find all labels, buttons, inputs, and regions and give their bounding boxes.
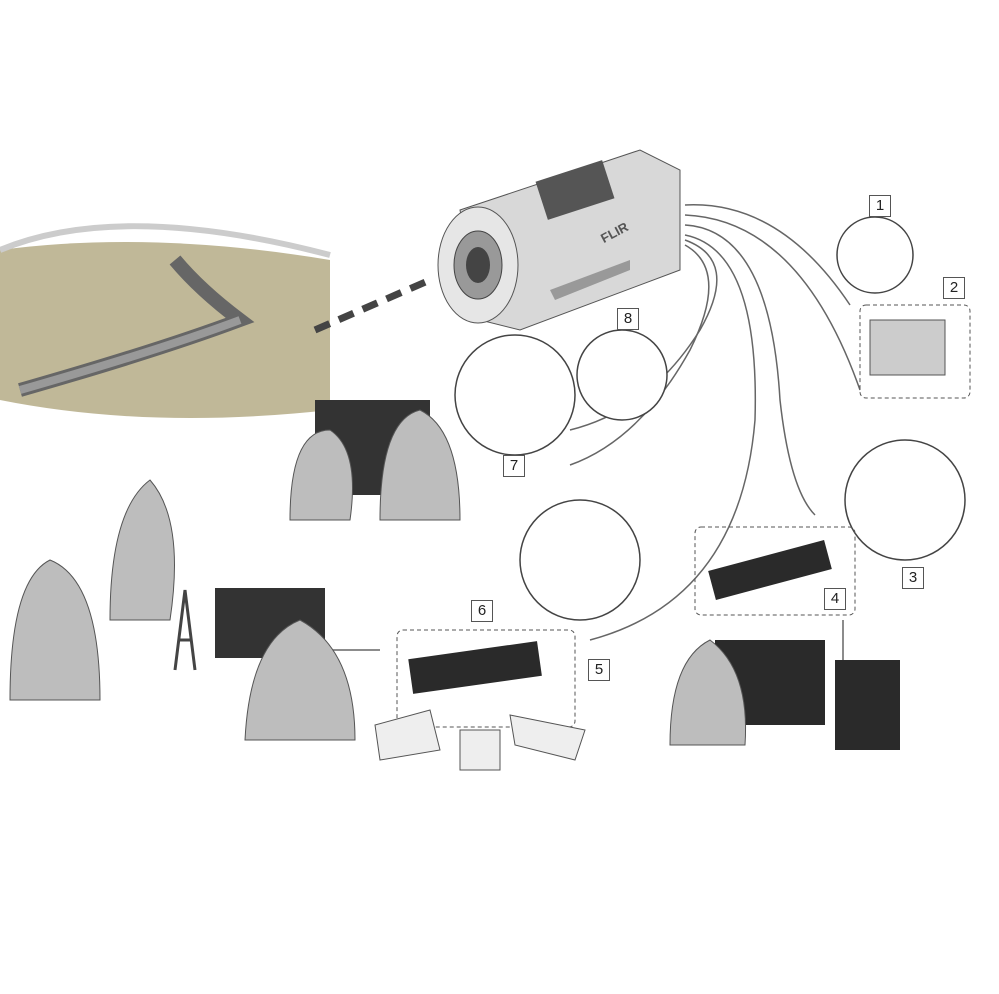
camera-dome — [459, 729, 501, 771]
label-3: 3 — [902, 567, 924, 589]
power-wires-callout — [836, 216, 914, 294]
network-switch — [408, 641, 542, 694]
hdmi-callout — [454, 334, 576, 456]
label-2: 2 — [943, 277, 965, 299]
label-5: 5 — [588, 659, 610, 681]
label-1: 1 — [869, 195, 891, 217]
person — [289, 429, 353, 521]
power-box-frame — [859, 304, 971, 399]
radio-tower-icon — [173, 589, 197, 671]
bnc-callout — [576, 329, 668, 421]
label-7: 7 — [503, 455, 525, 477]
label-4: 4 — [824, 588, 846, 610]
network-switch-frame — [396, 629, 576, 728]
camera-small — [374, 709, 441, 761]
pipeline-landscape — [0, 223, 331, 418]
person — [669, 639, 747, 746]
ethernet-callout — [519, 499, 641, 621]
camera-small — [509, 714, 586, 761]
cables — [330, 204, 861, 665]
person — [9, 559, 101, 701]
person — [244, 619, 356, 741]
usb-callout — [844, 439, 966, 561]
view-line — [313, 276, 432, 334]
usb-hub — [708, 539, 832, 601]
usb-hub-frame — [694, 526, 856, 616]
label-6: 6 — [471, 600, 493, 622]
person — [379, 409, 461, 521]
thermal-camera — [437, 149, 681, 331]
label-8: 8 — [617, 308, 639, 330]
person — [109, 479, 175, 621]
power-supply-box — [869, 319, 946, 376]
pc-tower — [835, 660, 900, 750]
